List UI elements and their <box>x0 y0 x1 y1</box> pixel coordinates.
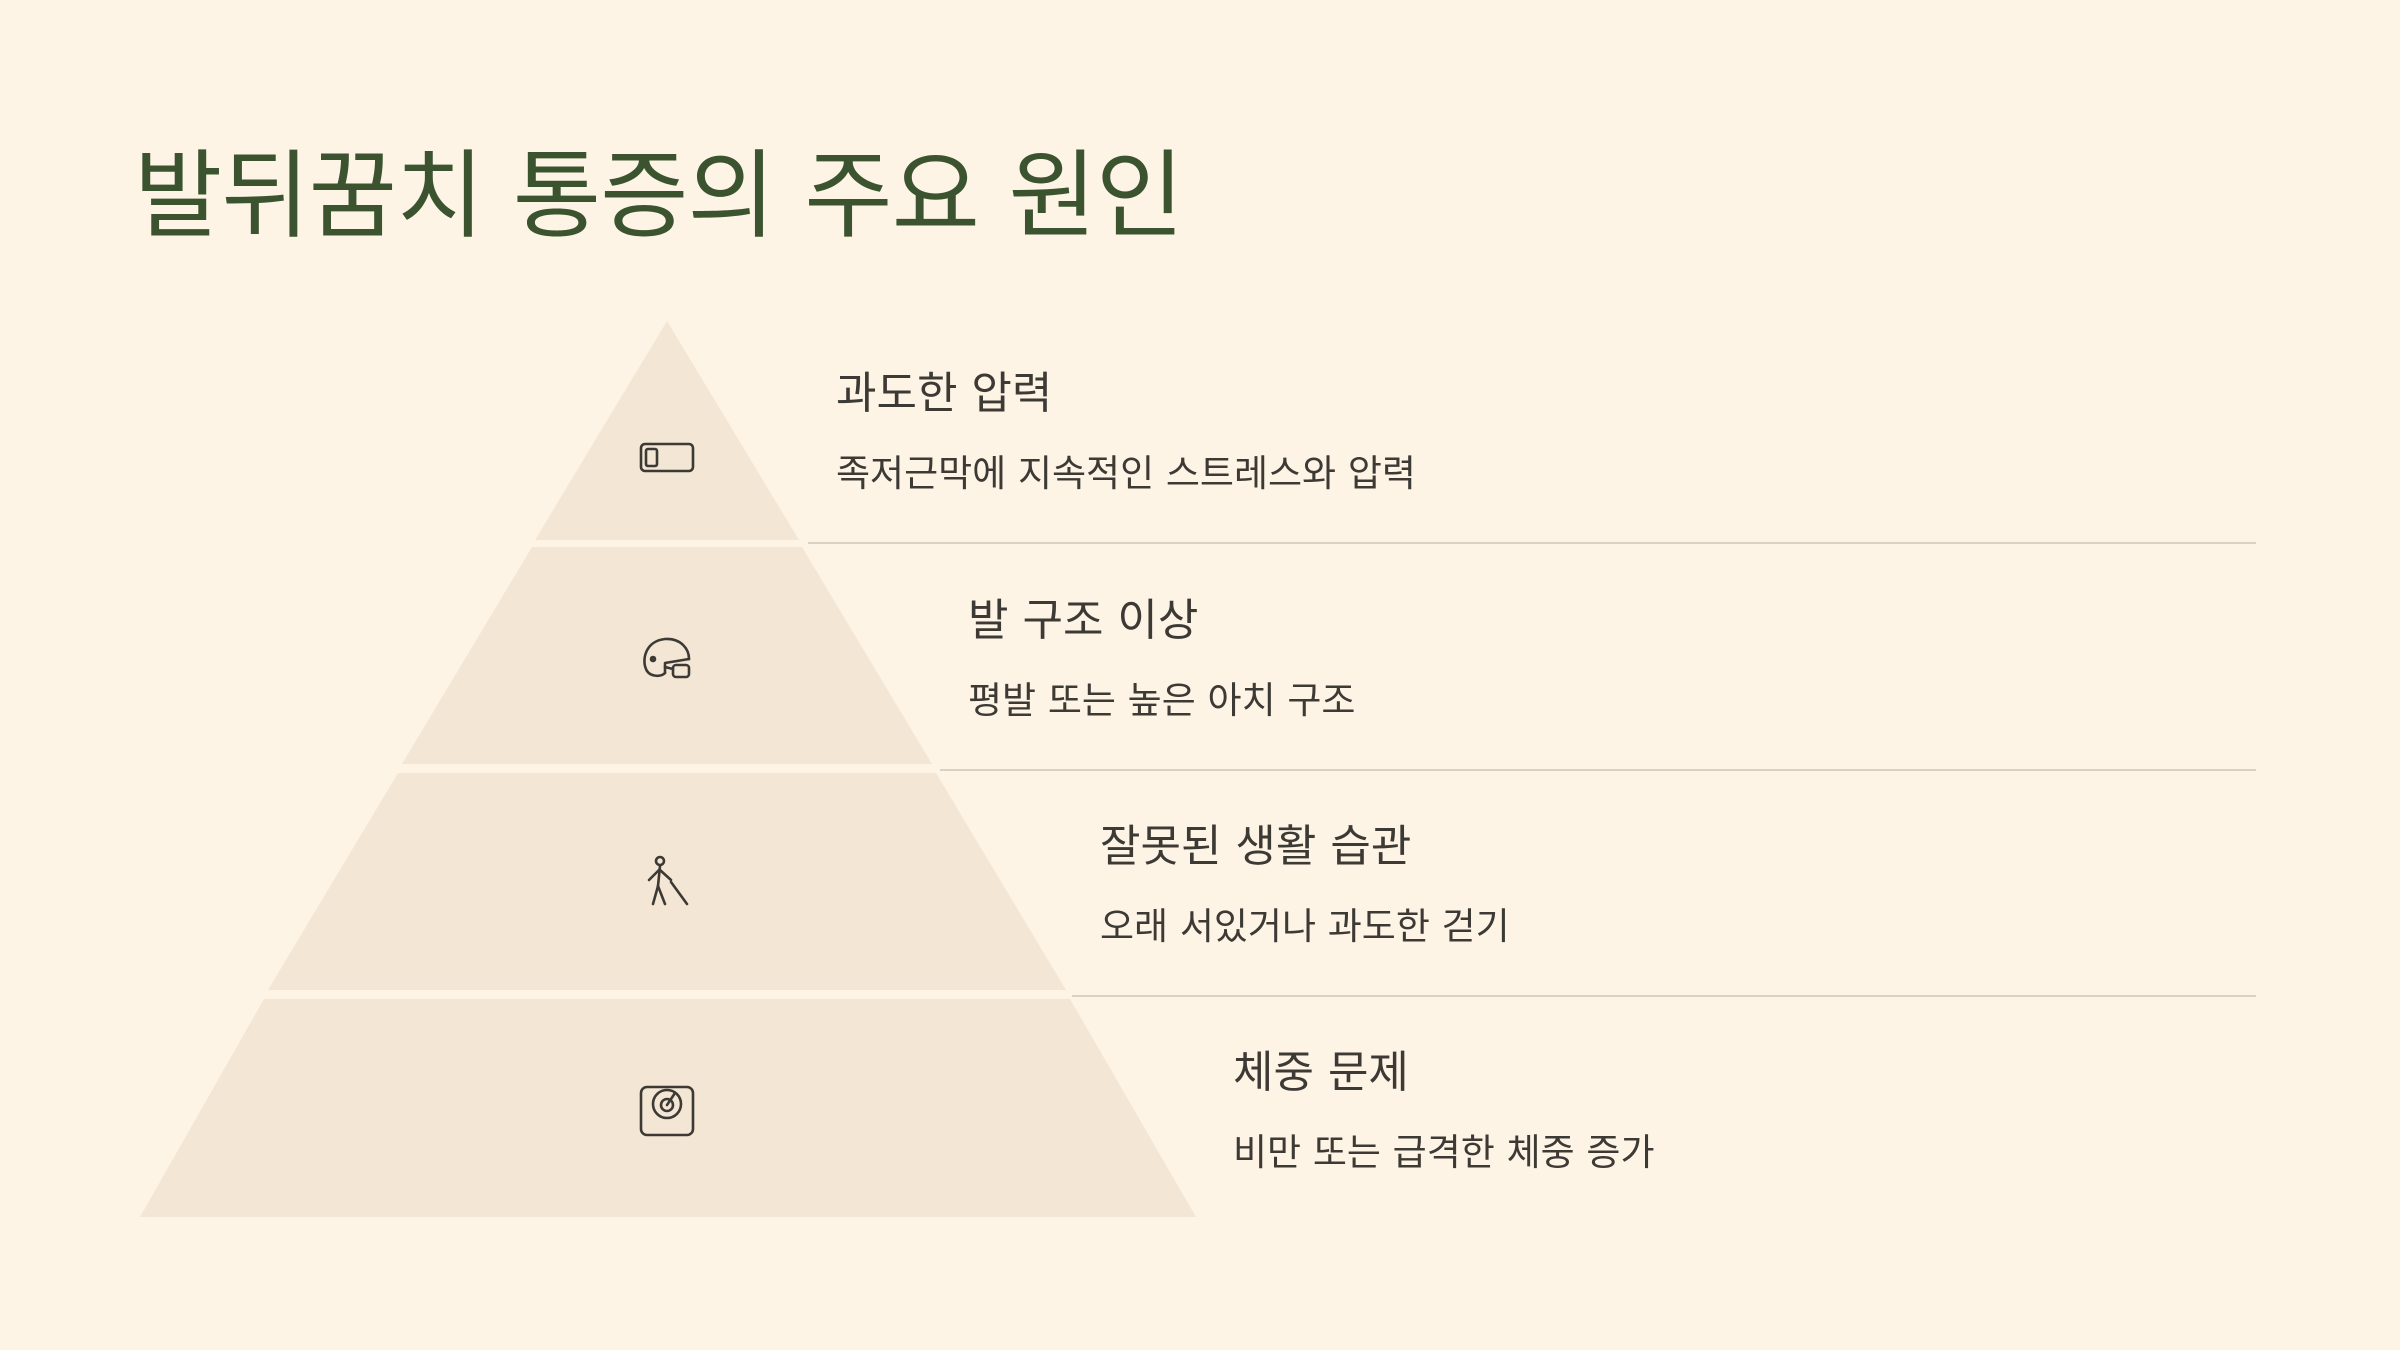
level-2-description: 평발 또는 높은 아치 구조 <box>968 679 1356 722</box>
level-3-description: 오래 서있거나 과도한 걷기 <box>1100 905 1510 948</box>
divider-3 <box>1072 995 2256 997</box>
walking-person-icon <box>635 852 699 916</box>
insole-icon <box>635 425 699 489</box>
level-3-title: 잘못된 생활 습관 <box>1100 821 1412 872</box>
pyramid-tier-4 <box>140 999 1196 1217</box>
divider-2 <box>940 769 2256 771</box>
pyramid-tier-2 <box>402 547 932 764</box>
scale-icon <box>635 1077 699 1141</box>
pyramid-tier-1 <box>535 321 799 540</box>
level-1-title: 과도한 압력 <box>836 368 1053 419</box>
divider-1 <box>808 542 2256 544</box>
level-4-title: 체중 문제 <box>1233 1047 1409 1098</box>
page-title: 발뒤꿈치 통증의 주요 원인 <box>134 140 1184 252</box>
level-1-description: 족저근막에 지속적인 스트레스와 압력 <box>836 452 1416 495</box>
helmet-icon <box>635 627 699 691</box>
level-2-title: 발 구조 이상 <box>968 595 1199 646</box>
pyramid-tier-3 <box>268 773 1066 990</box>
level-4-description: 비만 또는 급격한 체중 증가 <box>1233 1131 1655 1174</box>
